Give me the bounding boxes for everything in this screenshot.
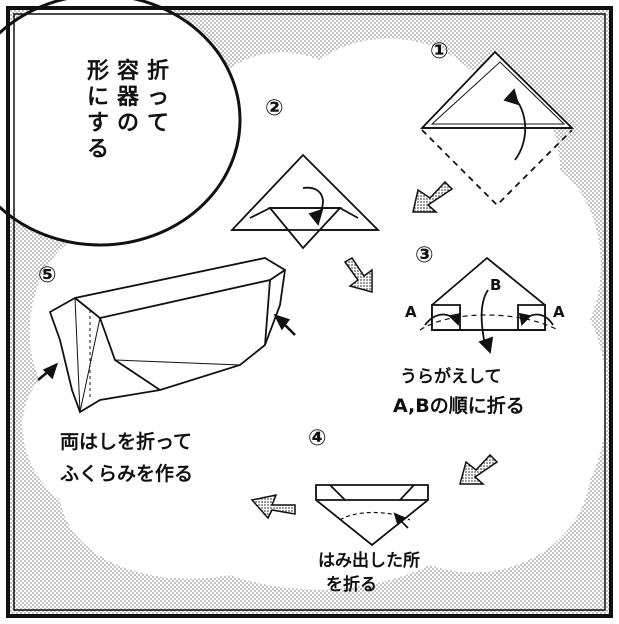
title-bubble [0,0,242,247]
step-3-label-a-right: A [553,303,565,321]
panel-frame [6,6,613,618]
step-3-label-b: B [490,276,501,294]
step-3-instruction-2: A,Bの順に折る [393,395,525,417]
step-3-diagram [419,256,559,354]
step-5-instruction-2: ふくらみを作る [60,462,193,485]
title-column-3: 形にする [87,59,109,162]
step-2-diagram [229,153,381,250]
step-5-number: ⑤ [38,263,57,288]
step-5-diagram [48,257,286,414]
title-vertical: 折って 容器の 形にする [87,58,169,162]
title-column-2: 容器の [116,58,140,136]
step-4-number: ④ [308,426,327,451]
step-5-pinch-arrows [37,313,296,381]
step-5-instruction-1: 両はしを折って [60,431,192,453]
arrow-3-to-4 [459,453,499,485]
arrow-4-to-5 [250,493,296,520]
step-3-instruction-1: うらがえして [400,366,502,387]
step-3-number: ③ [415,243,434,268]
step-1-diagram [419,50,575,207]
arrow-1-to-2 [412,180,454,213]
arrow-2-to-3 [343,257,373,293]
title-column-1: 折って [147,59,169,136]
step-4-instruction-2: を折る [326,574,377,595]
step-4-instruction-1: はみ出した所 [318,550,420,571]
step-1-number: ① [430,39,449,64]
step-3-label-a-left: A [405,303,417,321]
step-4-diagram [315,484,429,547]
step-2-number: ② [265,96,284,121]
